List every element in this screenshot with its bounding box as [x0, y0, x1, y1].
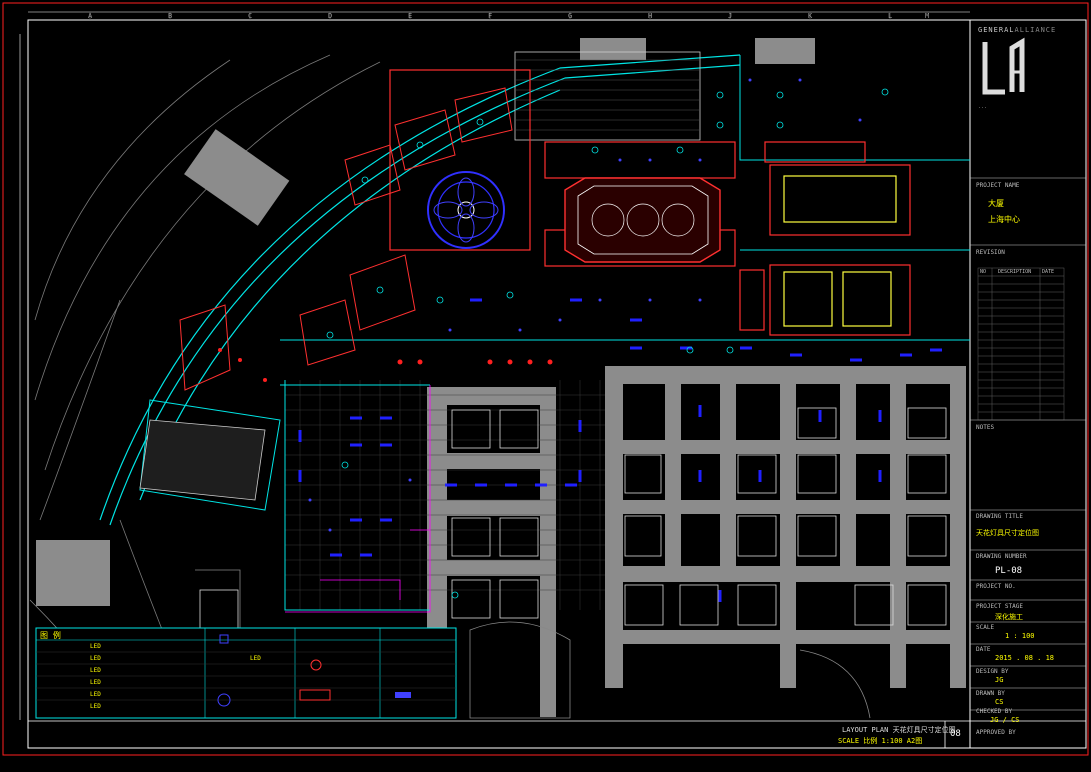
project-no-label: PROJECT NO. — [976, 583, 1016, 590]
legend-item: LED — [90, 655, 101, 662]
grid-letter-m: M — [925, 12, 930, 20]
grid-letter-f: F — [488, 12, 493, 20]
grid-letter-k: K — [808, 12, 813, 20]
hatched-room — [514, 51, 701, 141]
approved-label: APPROVED BY — [976, 729, 1016, 736]
date-value: 2015 . 08 . 18 — [995, 654, 1055, 662]
project-stage: 深化施工 — [995, 613, 1023, 621]
date-label: DATE — [976, 646, 991, 653]
drawing-number: PL-08 — [995, 566, 1023, 576]
structural-blocks — [36, 38, 966, 717]
project-name-1: 大厦 — [988, 199, 1004, 208]
plan-scale: SCALE 比例 1:100 A2图 — [838, 737, 923, 745]
grid-letter-l: L — [888, 12, 893, 20]
hatched-lobby — [139, 419, 266, 501]
grid-ticks — [89, 12, 891, 20]
design-label: DESIGN BY — [976, 668, 1009, 675]
grid-letter-c: C — [248, 12, 253, 20]
revision-table — [977, 267, 1065, 421]
project-label: PROJECT NAME — [976, 182, 1020, 189]
red-rooms — [389, 69, 911, 336]
drawing-number-label: DRAWING NUMBER — [976, 553, 1027, 560]
downlights-blue — [308, 78, 862, 532]
legend-item: LED — [90, 691, 101, 698]
drawing-title: 天花灯具尺寸定位图 — [976, 529, 1039, 537]
scale-label: SCALE — [976, 624, 995, 631]
drawn-value: CS — [995, 698, 1004, 706]
plan-title: LAYOUT PLAN 天花灯具尺寸定位图 — [842, 726, 956, 734]
grid-letter-d: D — [328, 12, 333, 20]
yellow-rooms — [783, 175, 897, 327]
legend-item: LED — [90, 679, 101, 686]
project-name-2: 上海中心 — [988, 215, 1020, 224]
angled-rooms — [179, 87, 513, 391]
sheet-border-inner — [27, 19, 1087, 749]
legend-item: LED — [90, 703, 101, 710]
rosette-ceiling — [427, 171, 505, 249]
downlights-red — [218, 348, 553, 382]
design-value: JG — [995, 676, 1004, 684]
revision-label: REVISION — [976, 249, 1005, 256]
sheet-number: 08 — [950, 729, 961, 739]
sheet-border-outer — [2, 2, 1089, 756]
legend-item: LED — [90, 643, 101, 650]
checked-value: JG / CS — [990, 716, 1020, 724]
revision-header-desc: DESCRIPTION — [998, 269, 1032, 275]
grid-letter-a: A — [88, 12, 93, 20]
checked-label: CHECKED BY — [976, 708, 1013, 715]
legend-item: LED — [90, 667, 101, 674]
notes-label: NOTES — [976, 424, 995, 431]
company-logo — [982, 37, 1025, 95]
office-line: ... — [978, 104, 988, 110]
grid-letter-h: H — [648, 12, 653, 20]
grid-letter-j: J — [728, 12, 733, 20]
grid-letter-b: B — [168, 12, 173, 20]
drawing-title-label: DRAWING TITLE — [976, 513, 1023, 520]
floor-grid — [285, 380, 605, 610]
octagon-ceiling — [564, 177, 721, 263]
linear-fixtures — [298, 298, 942, 602]
legend-heading: 图 例 — [40, 631, 61, 640]
scale-value: 1 : 100 — [1005, 632, 1035, 640]
company-name-line1: GENERALALLIANCE — [978, 26, 1057, 34]
magenta-outlines — [285, 385, 431, 613]
downlights-cyan — [326, 88, 889, 599]
revision-header-date: DATE — [1042, 269, 1055, 275]
site-lines — [34, 54, 381, 701]
interior-walls — [139, 55, 970, 611]
legend-item: LED — [250, 655, 261, 662]
grid-letter-e: E — [408, 12, 413, 20]
grid-letter-g: G — [568, 12, 573, 20]
stall-rooms — [199, 407, 947, 631]
drawn-label: DRAWN BY — [976, 690, 1005, 697]
legend-box — [35, 627, 457, 719]
project-stage-label: PROJECT STAGE — [976, 603, 1023, 610]
revision-header-no: NO — [980, 269, 987, 275]
